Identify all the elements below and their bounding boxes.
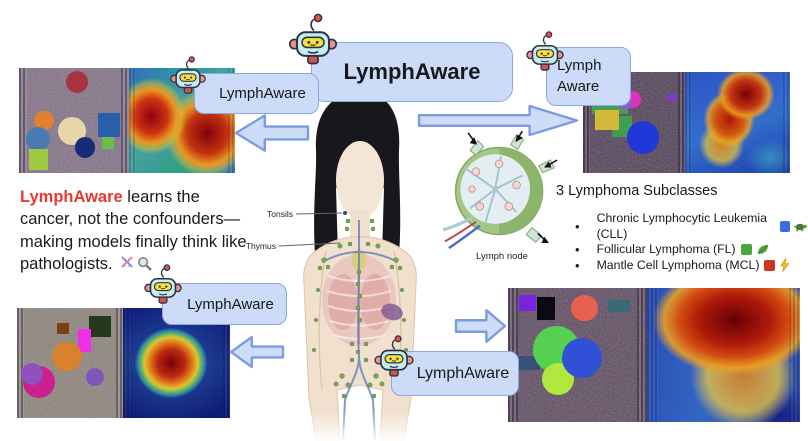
- small-purple-circle: [86, 368, 105, 387]
- green-rectangle: [28, 148, 48, 170]
- tonsils-label: Tonsils: [267, 209, 293, 219]
- callout-label: LymphAware: [219, 85, 306, 102]
- attention-heatmap-bottom-left: [123, 308, 230, 418]
- vessels: [321, 220, 399, 441]
- tagline-highlight: LymphAware: [20, 188, 123, 206]
- red-square-swatch: [764, 259, 776, 271]
- magnifying-glass-icon: [138, 257, 153, 272]
- list-item-cll: Chronic Lymphocytic Leukemia (CLL): [575, 211, 808, 242]
- callout-label-line1: Lymph: [557, 57, 602, 75]
- blue-square-swatch: [780, 221, 790, 232]
- robot-icon: [286, 12, 340, 66]
- purple-circle: [20, 362, 43, 386]
- arrow-left-bottom: [231, 335, 283, 369]
- arrow-left-top: [236, 113, 308, 153]
- anatomy-figure: Tonsils Thymus: [240, 92, 455, 441]
- steel-blue-circle: [25, 127, 50, 152]
- robot-icon: [372, 334, 416, 378]
- callout-label: LymphAware: [187, 295, 274, 313]
- tagline-text: learns the cancer, not the confounders—m…: [20, 188, 247, 274]
- navy-circle: [74, 137, 96, 159]
- face: [336, 141, 384, 219]
- dark-green-square: [89, 315, 112, 337]
- histology-patch-bottom-right: [508, 288, 647, 422]
- black-square: [537, 297, 556, 321]
- subclasses-list: Chronic Lymphocytic Leukemia (CLL) Folli…: [575, 211, 808, 273]
- page-title: LymphAware: [343, 59, 481, 84]
- green-square-swatch: [740, 244, 752, 256]
- blue-circle: [561, 337, 602, 378]
- attention-heatmap-bottom-right: [647, 288, 800, 422]
- list-item-mcl: Mantle Cell Lymphoma (MCL): [575, 258, 808, 274]
- subclass-label: Follicular Lymphoma (FL): [596, 242, 736, 256]
- subclass-label: Chronic Lymphocytic Leukemia (CLL): [596, 211, 767, 241]
- callout-label-line2: Aware: [557, 77, 600, 95]
- green-square: [101, 137, 114, 149]
- arrow-right-bottom: [456, 308, 505, 344]
- blue-square: [98, 113, 121, 138]
- magenta-rectangle: [78, 328, 92, 352]
- callout-label: LymphAware: [416, 364, 510, 382]
- dark-red-circle: [66, 70, 89, 93]
- arrow-right-top: [419, 104, 577, 137]
- histology-patch-top-left: [19, 68, 129, 173]
- salmon-circle: [571, 294, 598, 322]
- list-item-fl: Follicular Lymphoma (FL): [575, 242, 808, 258]
- tonsil-marker: [343, 211, 347, 215]
- subclass-label: Mantle Cell Lymphoma (MCL): [596, 257, 760, 272]
- callout-bottom-center: LymphAware: [391, 351, 519, 396]
- tagline: LymphAware learns the cancer, not the co…: [20, 186, 257, 276]
- robot-icon: [524, 30, 566, 72]
- lymph-node-caption: Lymph node: [476, 251, 528, 262]
- green-rectangle: [592, 105, 628, 115]
- callout-bottom-left: LymphAware: [162, 283, 287, 325]
- brown-square: [57, 323, 69, 335]
- blue-circle: [626, 121, 660, 154]
- callout-top-left: LymphAware: [194, 73, 319, 114]
- attention-heatmap-top-right: [685, 72, 790, 173]
- small-purple-circle: [666, 93, 677, 104]
- dna-icon: [121, 256, 134, 268]
- robot-icon: [142, 263, 184, 305]
- histology-patch-bottom-left: [17, 308, 123, 418]
- yellow-square: [595, 110, 619, 130]
- leaf-icon: [757, 245, 768, 255]
- purple-square: [519, 294, 536, 311]
- turtle-icon: [794, 223, 807, 231]
- lightning-bolt-icon: [780, 258, 791, 273]
- robot-icon: [168, 55, 208, 95]
- orange-circle: [51, 341, 82, 372]
- lymph-node-illustration: [442, 131, 558, 249]
- teal-rectangle: [608, 300, 631, 313]
- spleen: [381, 303, 403, 321]
- orange-circle: [34, 110, 55, 131]
- lymph-node-chains: [311, 218, 409, 399]
- subclasses-heading: 3 Lymphoma Subclasses: [556, 183, 718, 199]
- title-box: LymphAware: [311, 42, 513, 102]
- thymus-label: Thymus: [246, 241, 276, 251]
